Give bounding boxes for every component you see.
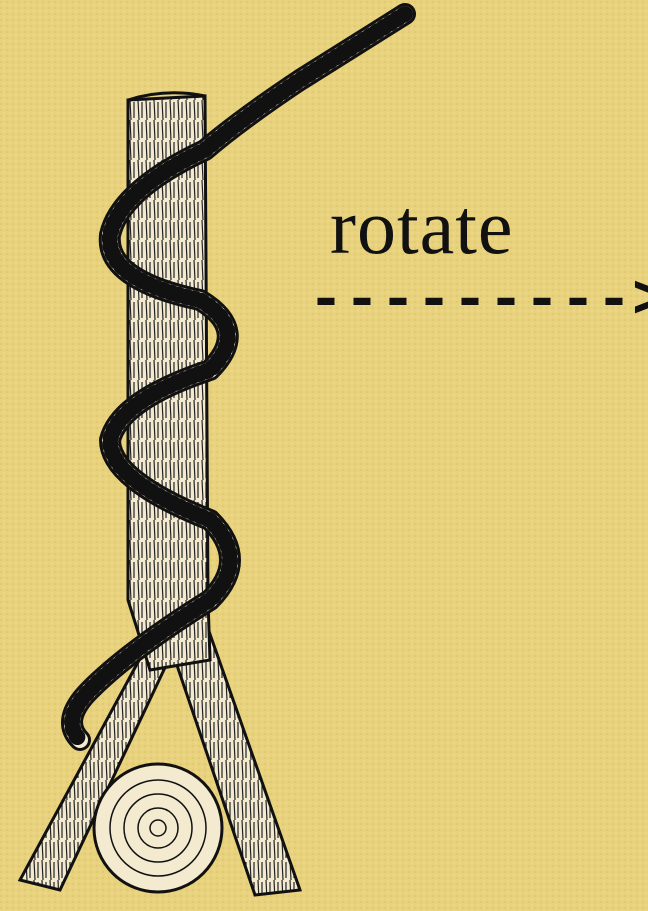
rotate-arrow: ---------> (308, 272, 648, 332)
rotate-label: rotate (330, 188, 514, 266)
log-end (94, 764, 222, 892)
